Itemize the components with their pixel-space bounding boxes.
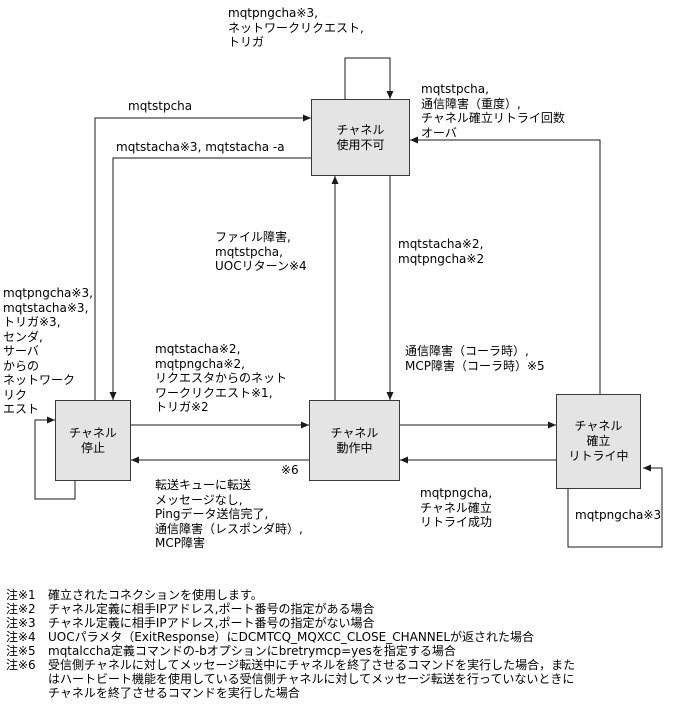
note-text: UOCパラメタ（ExitResponse）にDCMTCQ_MQXCC_CLOSE… xyxy=(48,630,535,644)
label-self-loop-retrying: mqtpngcha※3 xyxy=(575,508,662,522)
state-channel-running: チャネル 動作中 xyxy=(309,400,400,481)
label-running-to-stopped: 転送キューに転送 メッセージなし, Pingデータ送信完了, 通信障害（レスポン… xyxy=(155,478,303,550)
note-item: 注※4 UOCパラメタ（ExitResponse）にDCMTCQ_MQXCC_C… xyxy=(6,630,682,644)
note-text: 受信側チャネルに対してメッセージ転送中にチャネルを終了させるコマンドを実行した場… xyxy=(48,658,576,700)
label-stopped-to-running: mqtstacha※2, mqtpngcha※2, リクエスタからのネット ワー… xyxy=(155,342,288,414)
note-text: 確立されたコネクションを使用します。 xyxy=(48,588,263,602)
note-item: 注※1 確立されたコネクションを使用します。 xyxy=(6,588,682,602)
note-ref: 注※6 xyxy=(6,658,36,672)
label-running-to-retrying: 通信障害（コーラ時）, MCP障害（コーラ時）※5 xyxy=(405,344,545,373)
footnotes: 注※1 確立されたコネクションを使用します。 注※2 チャネル定義に相手IPアド… xyxy=(6,588,682,700)
label-unavailable-to-running: mqtstacha※2, mqtpngcha※2 xyxy=(398,237,485,266)
note-item: 注※5 mqtalccha定義コマンドの-bオプションにbretrymcp=ye… xyxy=(6,644,682,658)
note-text: チャネル定義に相手IPアドレス,ポート番号の指定がない場合 xyxy=(48,616,375,630)
label-retrying-to-running: mqtpngcha, チャネル確立 リトライ成功 xyxy=(420,486,493,529)
note-text: チャネル定義に相手IPアドレス,ポート番号の指定がある場合 xyxy=(48,602,375,616)
label-stopped-to-unavailable: mqtstpcha xyxy=(128,99,193,113)
note-ref: 注※4 xyxy=(6,630,36,644)
note-ref: 注※1 xyxy=(6,588,36,602)
state-channel-retrying: チャネル 確立 リトライ中 xyxy=(556,394,641,489)
note-item: 注※3 チャネル定義に相手IPアドレス,ポート番号の指定がない場合 xyxy=(6,616,682,630)
self-loop-unavailable-arrow xyxy=(344,57,394,99)
note-ref: 注※5 xyxy=(6,644,36,658)
note-item: 注※2 チャネル定義に相手IPアドレス,ポート番号の指定がある場合 xyxy=(6,602,682,616)
state-channel-stopped: チャネル 停止 xyxy=(55,400,131,481)
label-self-loop-unavailable: mqtpngcha※3, ネットワークリクエスト, トリガ xyxy=(228,6,364,49)
label-unavailable-to-stopped: mqtstacha※3, mqtstacha -a xyxy=(116,140,285,154)
state-channel-unavailable: チャネル 使用不可 xyxy=(311,99,410,176)
label-retrying-to-unavailable: mqtstpcha, 通信障害（重度）, チャネル確立リトライ回数 オーバ xyxy=(421,82,565,140)
note-ref: 注※2 xyxy=(6,602,36,616)
note-ref: 注※3 xyxy=(6,616,36,630)
note-item: 注※6 受信側チャネルに対してメッセージ転送中にチャネルを終了させるコマンドを実… xyxy=(6,658,682,700)
label-note6-ref: ※6 xyxy=(281,463,299,477)
label-running-to-unavailable: ファイル障害, mqtstpcha, UOCリターン※4 xyxy=(215,230,307,273)
note-text: mqtalccha定義コマンドの-bオプションにbretrymcp=yesを指定… xyxy=(48,644,456,658)
label-self-loop-stopped: mqtpngcha※3, mqtstacha※3, トリガ※3, センダ, サー… xyxy=(3,286,93,416)
